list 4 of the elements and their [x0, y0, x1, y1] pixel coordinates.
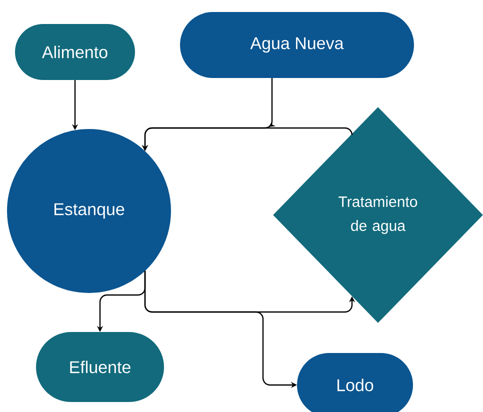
process-pill: Alimento [15, 24, 135, 80]
process-pill: Lodo [297, 353, 413, 412]
process-pill: Agua Nueva [180, 12, 414, 78]
process-pill: Efluente [36, 332, 164, 402]
